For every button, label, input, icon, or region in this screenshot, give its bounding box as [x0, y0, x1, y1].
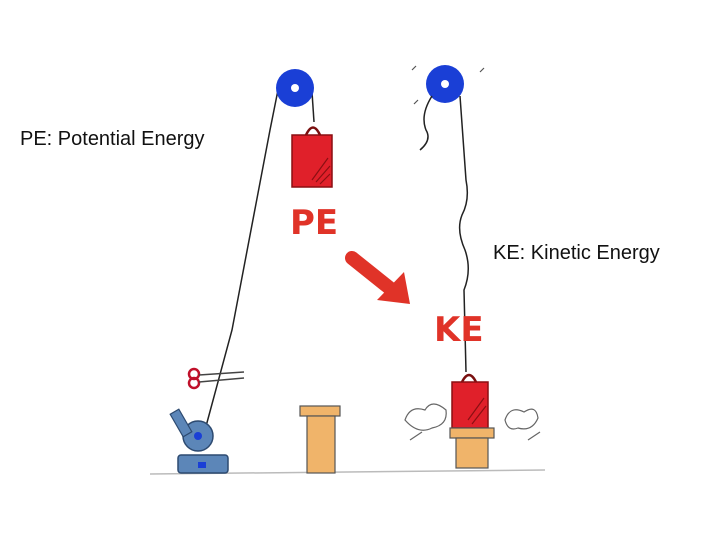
pe-drawing-label: PE	[290, 203, 338, 243]
right-rope-left	[419, 95, 433, 151]
left-rope-drop	[311, 91, 315, 123]
right-rope-right	[458, 95, 469, 373]
transition-arrow-icon	[345, 251, 410, 304]
crank-winch-icon	[169, 408, 229, 474]
ke-scene: KE	[404, 65, 541, 469]
pe-caption: PE: Potential Energy	[20, 128, 205, 150]
ke-weight	[451, 373, 489, 429]
right-pulley	[411, 65, 485, 105]
left-pulley	[276, 69, 314, 107]
left-pillar	[299, 405, 341, 474]
impact-dust-icon	[404, 403, 541, 441]
scissors-icon	[187, 367, 245, 390]
ke-drawing-label: KE	[434, 310, 484, 350]
pe-weight	[291, 126, 333, 188]
ke-caption: KE: Kinetic Energy	[493, 242, 660, 264]
left-rope	[204, 89, 279, 431]
pe-scene: PE	[169, 69, 341, 474]
right-pillar	[449, 427, 495, 469]
